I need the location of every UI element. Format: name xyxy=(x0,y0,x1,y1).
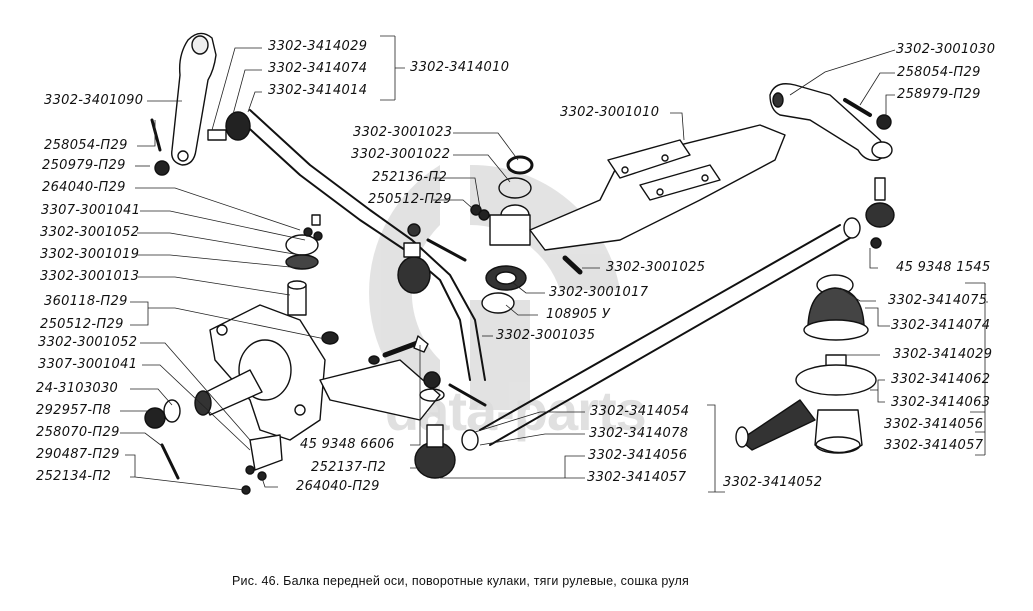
lower-tie-rod-part xyxy=(414,177,895,479)
part-label-108905-u: 108905 У xyxy=(546,307,611,322)
part-label-258054-p29-right: 258054-П29 xyxy=(897,65,981,80)
figure-caption: Рис. 46. Балка передней оси, поворотные … xyxy=(232,574,689,588)
upper-tie-rod-part xyxy=(207,109,486,381)
part-label-258979-p29: 258979-П29 xyxy=(897,87,981,102)
hub-nut-part xyxy=(144,399,181,480)
part-label-3302-3414063: 3302-3414063 xyxy=(891,395,991,410)
part-label-252136-p2: 252136-П2 xyxy=(372,170,448,185)
part-label-left-8: 360118-П29 xyxy=(44,294,128,309)
kingpin-part xyxy=(287,280,307,316)
lower-plate-part xyxy=(241,434,283,495)
part-label-3302-3414014: 3302-3414014 xyxy=(268,83,368,98)
part-label-left-9: 250512-П29 xyxy=(40,317,124,332)
part-label-45-9348-6606: 45 9348 6606 xyxy=(300,437,395,452)
part-label-left-7: 3302-3001013 xyxy=(40,269,140,284)
part-label-left-1: 258054-П29 xyxy=(44,138,128,153)
ball-joint-exploded-part xyxy=(735,274,877,454)
part-label-3302-3001022: 3302-3001022 xyxy=(351,147,451,162)
part-label-3302-3001017: 3302-3001017 xyxy=(549,285,649,300)
part-label-3302-3414057-bottom: 3302-3414057 xyxy=(587,470,687,485)
kingpin-cover-part xyxy=(285,214,323,270)
part-label-left-16: 252134-П2 xyxy=(36,469,112,484)
part-label-3302-3414052: 3302-3414052 xyxy=(723,475,823,490)
center-washers-part xyxy=(407,155,583,314)
leader-lines xyxy=(120,35,988,493)
part-label-left-3: 264040-П29 xyxy=(42,180,126,195)
part-label-left-13: 292957-П8 xyxy=(36,403,112,418)
part-label-45-9348-1545: 45 9348 1545 xyxy=(896,260,991,275)
part-label-left-10: 3302-3001052 xyxy=(38,335,138,350)
part-label-3302-3001035: 3302-3001035 xyxy=(496,328,596,343)
part-label-3302-3414075: 3302-3414075 xyxy=(888,293,988,308)
part-label-3302-3001030: 3302-3001030 xyxy=(896,42,996,57)
part-label-3302-3414029-upper: 3302-3414029 xyxy=(268,39,368,54)
part-label-252137-p2: 252137-П2 xyxy=(311,460,387,475)
part-label-pitman-arm: 3302-3401090 xyxy=(44,93,144,108)
part-label-3302-3001025: 3302-3001025 xyxy=(606,260,706,275)
part-label-3302-3414057-right: 3302-3414057 xyxy=(884,438,984,453)
part-label-left-11: 3307-3001041 xyxy=(38,357,138,372)
part-label-264040-p29-bottom: 264040-П29 xyxy=(296,479,380,494)
part-label-3302-3001023: 3302-3001023 xyxy=(353,125,453,140)
front-axle-beam-part xyxy=(529,124,786,251)
part-label-left-12: 24-3103030 xyxy=(36,381,119,396)
part-label-3302-3414074-right: 3302-3414074 xyxy=(891,318,991,333)
part-label-left-14: 258070-П29 xyxy=(36,425,120,440)
part-label-3302-3414056-bottom: 3302-3414056 xyxy=(588,448,688,463)
part-label-front-axle-beam: 3302-3001010 xyxy=(560,105,660,120)
part-label-3302-3414078: 3302-3414078 xyxy=(589,426,689,441)
pitman-arm-part xyxy=(171,32,217,166)
part-label-left-2: 250979-П29 xyxy=(42,158,126,173)
part-label-left-15: 290487-П29 xyxy=(36,447,120,462)
steering-knuckle-part xyxy=(194,304,441,441)
part-label-3302-3414029-right: 3302-3414029 xyxy=(893,347,993,362)
part-label-3302-3414054: 3302-3414054 xyxy=(590,404,690,419)
part-label-3302-3414010: 3302-3414010 xyxy=(410,60,510,75)
part-label-3302-3414062: 3302-3414062 xyxy=(891,372,991,387)
part-label-250512-p29-center: 250512-П29 xyxy=(368,192,452,207)
steering-arm-part xyxy=(769,83,893,161)
part-label-left-5: 3302-3001052 xyxy=(40,225,140,240)
part-label-3302-3414074-upper: 3302-3414074 xyxy=(268,61,368,76)
part-label-left-6: 3302-3001019 xyxy=(40,247,140,262)
part-label-3302-3414056-right: 3302-3414056 xyxy=(884,417,984,432)
part-label-left-4: 3307-3001041 xyxy=(41,203,141,218)
